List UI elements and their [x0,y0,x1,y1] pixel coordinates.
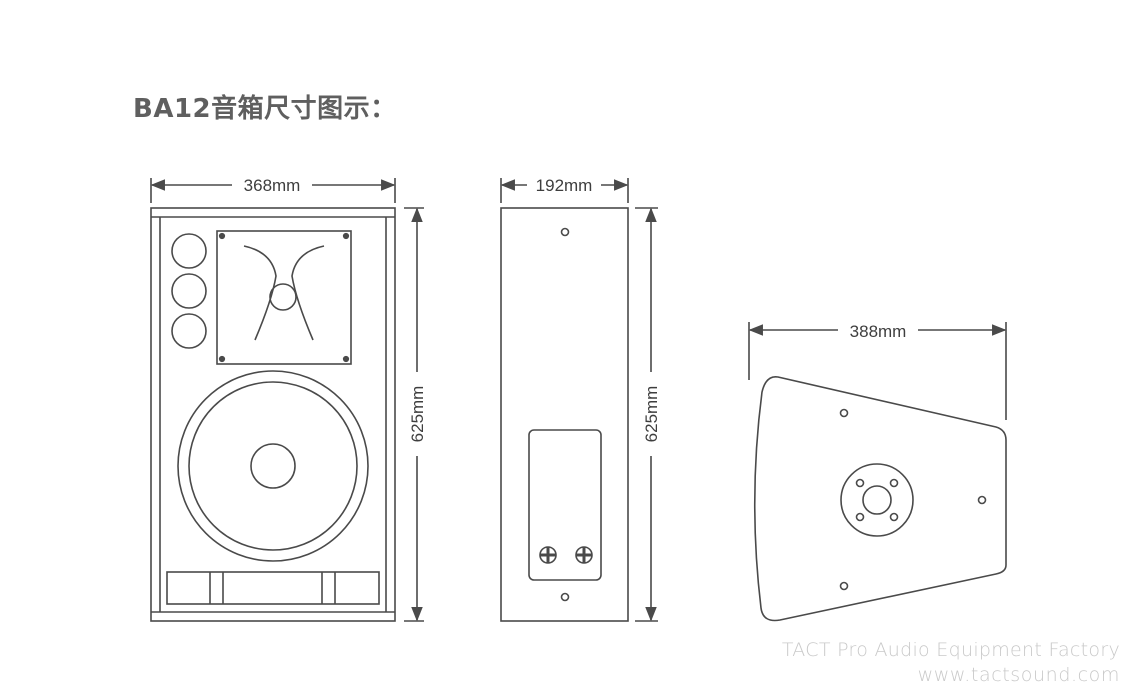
side-view [500,178,658,622]
wedge-cabinet-outline [753,375,1007,622]
horn-driver [269,283,297,311]
tweeter-bottom [171,313,207,349]
side-height-label: 625mm [642,386,661,443]
speakon-connector-left [539,546,557,564]
front-width-label: 368mm [244,176,301,195]
side-cabinet-outline [500,207,629,622]
tweeter-top [171,233,207,269]
horn-panel [216,230,352,365]
side-width-label: 192mm [536,176,593,195]
handle-cup [840,463,914,537]
tweeter-middle [171,273,207,309]
footer-company: TACT Pro Audio Equipment Factory [781,639,1120,661]
top-view [748,322,1007,622]
top-width-label: 388mm [850,322,907,341]
bass-port [166,571,380,605]
front-view [150,178,424,622]
front-cabinet-outline [150,207,396,622]
front-height-label: 625mm [408,386,427,443]
input-panel [528,429,602,581]
page-title: BA12音箱尺寸图示： [133,94,397,124]
footer-url: www.tactsound.com [917,664,1120,686]
woofer [177,370,369,562]
speakon-connector-right [575,546,593,564]
